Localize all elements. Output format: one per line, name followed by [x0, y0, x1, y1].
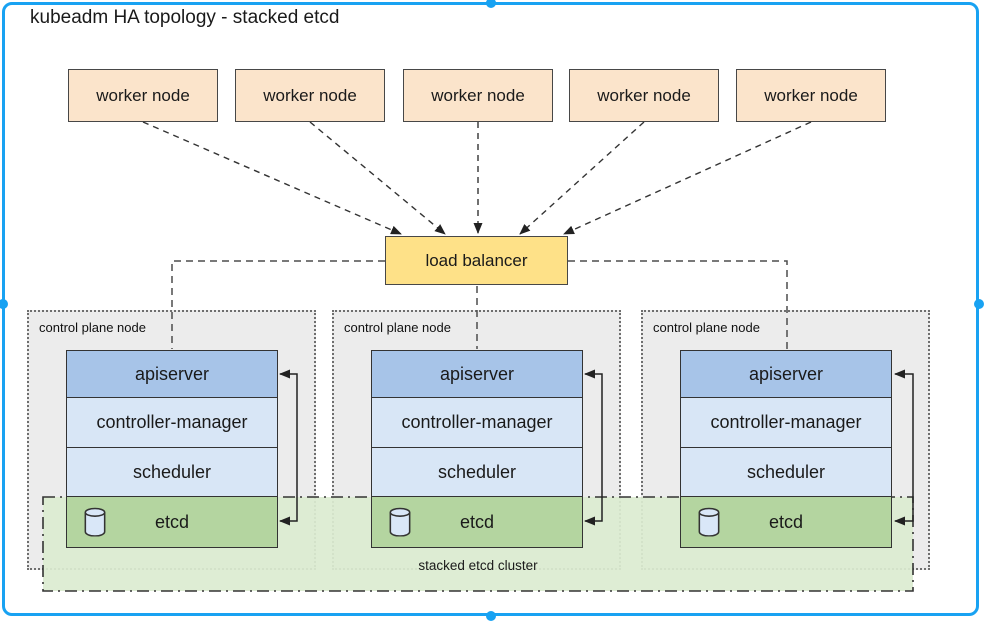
apiserver-box: apiserver: [680, 350, 892, 398]
scheduler-box: scheduler: [371, 447, 583, 497]
etcd-box: etcd: [66, 496, 278, 548]
stacked-etcd-cluster-label: stacked etcd cluster: [418, 558, 538, 573]
load-balancer-box: load balancer: [385, 236, 568, 285]
database-cylinder-icon: [84, 507, 106, 537]
worker5-lb-arrow: [563, 121, 812, 235]
scheduler-box: scheduler: [66, 447, 278, 497]
resize-handle-bottom[interactable]: [486, 611, 496, 621]
etcd-label: etcd: [154, 511, 190, 532]
etcd-label: etcd: [459, 511, 495, 532]
worker-node-box-1: worker node: [68, 69, 218, 122]
worker-node-box-5: worker node: [736, 69, 886, 122]
scheduler-box: scheduler: [680, 447, 892, 497]
worker-node-box-4: worker node: [569, 69, 719, 122]
apiserver-box: apiserver: [371, 350, 583, 398]
database-cylinder-icon: [389, 507, 411, 537]
worker4-lb-arrow: [519, 121, 645, 235]
control-plane-label: control plane node: [39, 320, 146, 335]
worker-node-box-2: worker node: [235, 69, 385, 122]
apiserver-box: apiserver: [66, 350, 278, 398]
resize-handle-top[interactable]: [486, 0, 496, 8]
etcd-box: etcd: [680, 496, 892, 548]
controller-manager-box: controller-manager: [680, 397, 892, 448]
controller-manager-box: controller-manager: [371, 397, 583, 448]
worker-node-box-3: worker node: [403, 69, 553, 122]
controller-manager-box: controller-manager: [66, 397, 278, 448]
worker2-lb-arrow: [309, 121, 446, 235]
etcd-label: etcd: [768, 511, 804, 532]
resize-handle-left[interactable]: [0, 299, 8, 309]
resize-handle-right[interactable]: [974, 299, 984, 309]
diagram-title: kubeadm HA topology - stacked etcd: [30, 7, 340, 28]
database-cylinder-icon: [698, 507, 720, 537]
control-plane-label: control plane node: [653, 320, 760, 335]
worker1-lb-arrow: [142, 121, 402, 235]
etcd-box: etcd: [371, 496, 583, 548]
control-plane-label: control plane node: [344, 320, 451, 335]
